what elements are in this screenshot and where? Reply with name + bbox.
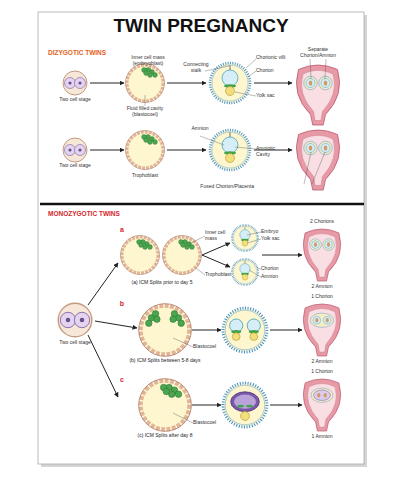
uterus-twins [303, 379, 340, 431]
section-heading: MONOZYGOTIC TWINS [48, 210, 148, 217]
monochorionic-sac [223, 308, 267, 352]
part-label: Amnion [187, 126, 213, 132]
leader-lines [145, 59, 326, 423]
part-label: 2 Amnion [302, 284, 342, 290]
part-label: Two cell stage [55, 163, 95, 169]
part-label: 2 Amnion [302, 359, 342, 365]
part-label: Inner cell mass (embryoblast) [123, 55, 173, 66]
part-label: Blastocoel [193, 344, 223, 350]
split-caption: (b) ICM Splits between 5-8 days [122, 358, 208, 364]
two-cell-embryo [63, 71, 87, 95]
part-label: Yolk sac [261, 236, 289, 242]
blastocyst [163, 236, 202, 275]
split-letter: c [117, 376, 127, 384]
poster-card [38, 12, 364, 464]
split-letter: b [117, 300, 127, 308]
part-label: 1 Chorion [302, 294, 342, 300]
implanted-embryo [210, 130, 250, 170]
part-label: Chorion [261, 266, 289, 272]
implanted-embryo [232, 225, 258, 251]
part-label: Trophoblast [205, 272, 235, 278]
part-label: Separate Chorion/Amnion [296, 47, 340, 58]
section-heading: DIZYGOTIC TWINS [48, 49, 138, 56]
part-label: Fluid filled cavity (blastocoel) [118, 106, 172, 117]
diagram-title: TWIN PREGNANCY [38, 16, 364, 37]
uterus-twins [303, 304, 340, 356]
part-label: 2 Chorions [302, 219, 342, 225]
stage-arrows [90, 83, 292, 150]
part-label: 1 Chorion [302, 369, 342, 375]
part-label: Two cell stage [55, 97, 95, 103]
uterus-twins [303, 229, 340, 281]
part-label: Chorionic villi [256, 55, 290, 61]
part-label: Connecting stalk [183, 62, 209, 73]
two-cell-embryo [63, 138, 87, 162]
section-divider [40, 203, 364, 206]
blastocyst-split [139, 304, 192, 357]
part-label: Inner cell mass [205, 230, 233, 241]
blastocyst [121, 236, 160, 275]
split-caption: (c) ICM Splits after day 8 [123, 433, 207, 439]
blastocyst [139, 379, 192, 432]
implanted-embryo [232, 259, 258, 285]
uterus-twins [296, 65, 339, 125]
part-label: Two cell stage [55, 340, 95, 346]
stage-arrows [88, 243, 302, 405]
part-label: Embryo [261, 229, 289, 235]
two-cell-embryo [58, 303, 92, 337]
part-label: Trophoblast [125, 173, 165, 179]
blastocyst [126, 131, 165, 170]
part-label: 1 Amnion [302, 434, 342, 440]
uterus-twins [296, 130, 339, 190]
part-label: Amniotic Cavity [256, 146, 290, 157]
part-label: Fused Chorion/Placenta [196, 184, 254, 190]
split-letter: a [117, 226, 127, 234]
monoamniotic-sac [223, 383, 267, 427]
part-label: Yolk sac [256, 93, 290, 99]
part-label: Blastocoel [193, 420, 223, 426]
implanted-embryo [210, 63, 250, 103]
split-caption: (a) ICM Splits prior to day 5 [120, 280, 204, 286]
part-label: Amnion [261, 274, 289, 280]
part-label: Chorion [256, 68, 290, 74]
